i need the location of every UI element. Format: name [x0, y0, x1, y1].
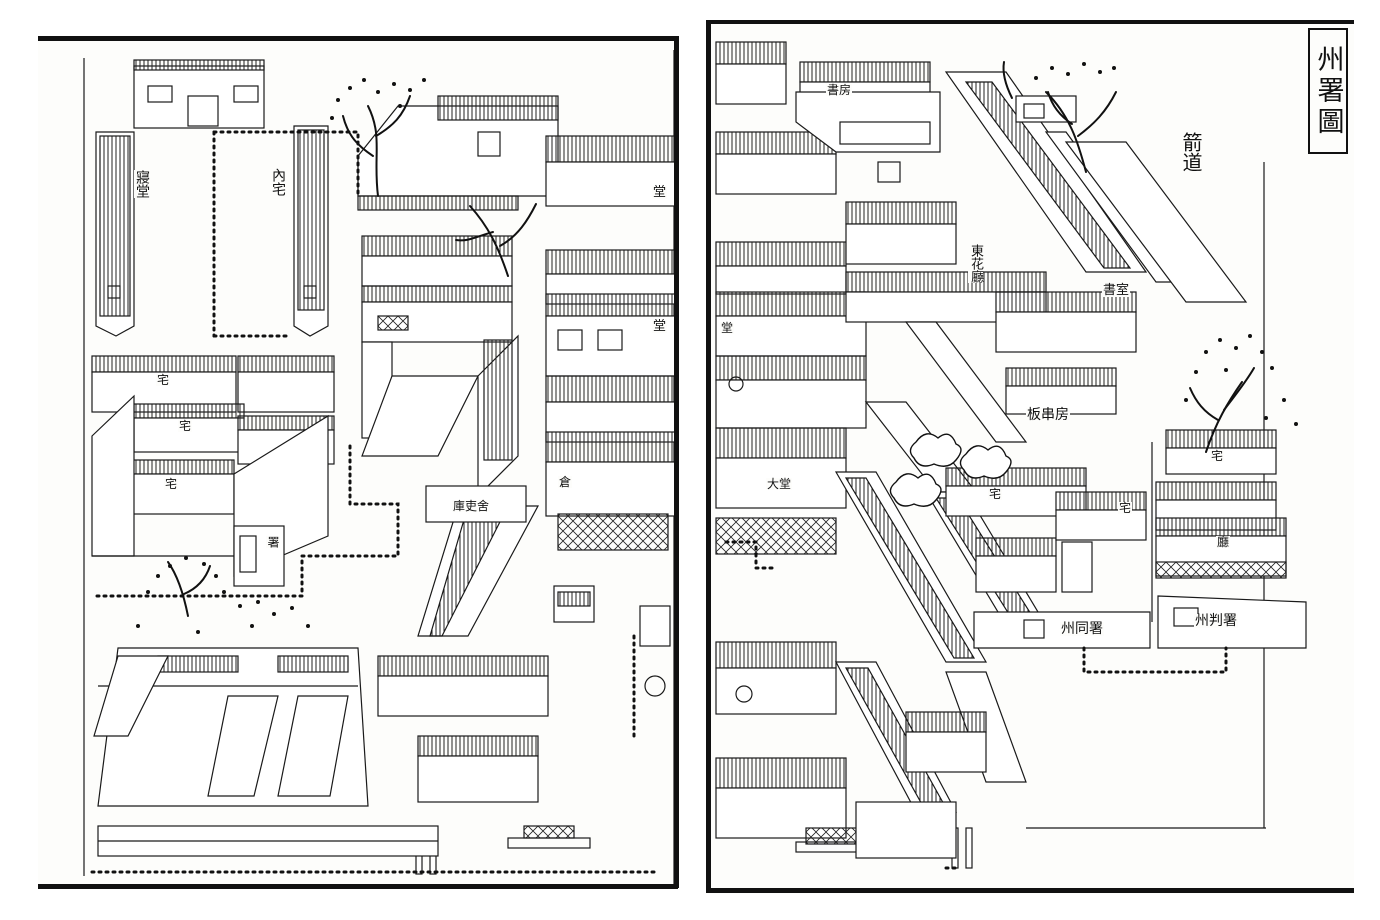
label-shu-fang: 書房	[826, 83, 853, 97]
label-tang-b: 堂	[652, 319, 668, 334]
title-cartouche: 州署圖	[1308, 28, 1348, 154]
label-ban-chuan-fang: 板串房	[1026, 407, 1070, 423]
right-page-illustration	[715, 41, 1307, 870]
label-zhai-a: 宅	[1210, 449, 1225, 463]
left-right-rule	[674, 36, 679, 888]
label-dong-hua-ting: 東花廳	[968, 244, 983, 283]
left-bottom-rule	[38, 884, 678, 889]
label-ku-li-she: 庫吏舍	[452, 499, 491, 513]
label-zhai-b: 宅	[178, 419, 193, 433]
right-left-rule	[706, 20, 711, 892]
label-zhai-c: 宅	[164, 477, 179, 491]
label-shu-shi: 書室	[1102, 283, 1131, 298]
label-qin-tang: 寢堂	[134, 170, 150, 198]
right-bottom-rule	[706, 888, 1354, 893]
label-cang: 倉	[558, 475, 573, 489]
left-page-illustration	[83, 50, 677, 888]
map-title: 州署圖	[1312, 44, 1344, 138]
right-page: 州署圖 箭道 東花廳 板串房 書室 宅 宅 宅 廳 州同署 州判署 大堂 書房 …	[706, 22, 1354, 894]
label-tang: 堂	[720, 321, 735, 335]
left-page: 寢堂 內宅 堂 堂 宅 宅 宅 庫吏舍 倉 署	[38, 36, 678, 888]
label-zhai-a: 宅	[156, 373, 171, 387]
label-ting: 廳	[1216, 535, 1231, 549]
label-tang-a: 堂	[652, 185, 668, 200]
label-zhou-pan-shu: 州判署	[1194, 613, 1238, 629]
right-top-rule	[706, 20, 1354, 24]
label-zhai-b: 宅	[988, 487, 1003, 501]
label-da-tang: 大堂	[766, 477, 793, 491]
left-top-rule	[38, 36, 678, 41]
label-nei-zhai: 內宅	[270, 168, 286, 196]
label-zhai-c: 宅	[1118, 501, 1133, 515]
label-shu: 署	[266, 536, 280, 548]
label-jian-dao: 箭道	[1179, 132, 1203, 172]
label-zhou-tong-shu: 州同署	[1060, 621, 1104, 637]
